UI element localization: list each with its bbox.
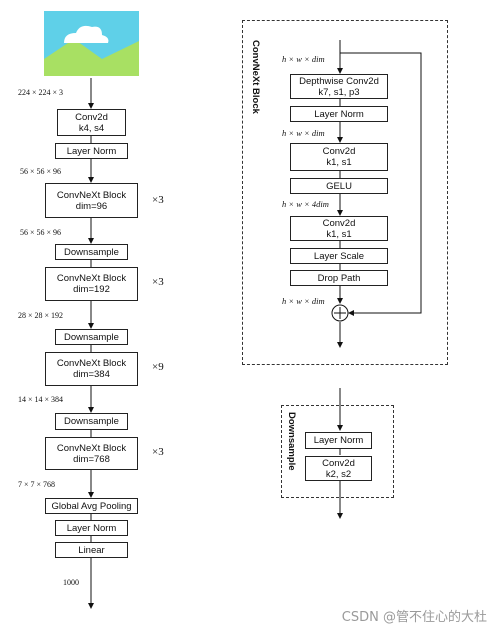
cb-conv2-box: Conv2d k1, s1 [290,216,388,241]
stage4-block-box: ConvNeXt Block dim=768 [45,437,138,470]
cb-conv1-params: k1, s1 [326,157,352,168]
stage2-block-box: ConvNeXt Block dim=192 [45,267,138,301]
ds-layernorm-box: Layer Norm [305,432,372,449]
downsample1-box: Downsample [55,244,128,260]
dim-stage2-out: 28 × 28 × 192 [18,311,64,320]
stage2-dim-label: dim=192 [73,284,110,295]
ds-conv-label: Conv2d [322,457,355,469]
cb-conv2-params: k1, s1 [326,228,352,240]
dim-output: 1000 [63,578,79,587]
stage4-dim-label: dim=768 [73,453,110,465]
downsample2-label: Downsample [64,331,119,343]
cb-conv1-label: Conv2d [322,146,356,157]
downsample2-box: Downsample [55,329,128,345]
linear-label: Linear [78,544,105,556]
global-avg-pool-box: Global Avg Pooling [45,498,138,514]
gelu-box: GELU [290,178,388,194]
stage1-block-label: ConvNeXt Block [56,189,127,201]
downsample3-label: Downsample [64,416,119,427]
ds-conv-box: Conv2d k2, s2 [305,456,372,481]
downsample1-label: Downsample [64,246,119,258]
dim-stage4-out: 7 × 7 × 768 [18,480,56,489]
linear-box: Linear [55,542,128,558]
depthwise-conv-box: Depthwise Conv2d k7, s1, p3 [290,74,388,99]
input-image-icon [44,11,139,76]
gelu-label: GELU [326,180,352,192]
stage3-block-box: ConvNeXt Block dim=384 [45,352,138,386]
stage3-repeat: ×9 [152,361,164,373]
stage2-repeat: ×3 [152,276,164,288]
stage3-block-label: ConvNeXt Block [56,358,127,369]
downsample-title: Downsample [286,412,297,471]
ds-layernorm-label: Layer Norm [313,435,364,446]
depthwise-conv-label: Depthwise Conv2d [299,75,379,87]
dim-stage1-out: 56 × 56 × 96 [20,228,62,237]
drop-path-label: Drop Path [317,272,361,284]
downsample3-box: Downsample [55,413,128,430]
ds-conv-params: k2, s2 [325,468,352,480]
stage3-dim-label: dim=384 [73,369,110,380]
stage1-block-box: ConvNeXt Block dim=96 [45,183,138,218]
dim-stage1: 56 × 56 × 96 [20,167,62,176]
dim-input: 224 × 224 × 3 [18,88,64,97]
layer-scale-box: Layer Scale [290,248,388,264]
footer-credit: CSDN @管不住心的大杜 [341,610,487,625]
final-layernorm-label: Layer Norm [66,522,117,534]
convnext-block-panel [242,20,448,365]
stem-conv2d-box: Conv2d k4, s4 [57,109,126,136]
cb-conv1-box: Conv2d k1, s1 [290,143,388,171]
downsample-panel [281,405,394,498]
stem-conv2d-label: Conv2d [75,111,108,123]
stem-layernorm-label: Layer Norm [66,145,117,157]
dim-stage3-out: 14 × 14 × 384 [18,395,64,404]
stage1-dim-label: dim=96 [75,200,108,212]
convnext-block-title: ConvNeXt Block [250,40,261,114]
depthwise-conv-params: k7, s1, p3 [318,86,360,98]
stage2-block-label: ConvNeXt Block [56,273,127,284]
cb-output-dim: h × w × dim [282,296,325,306]
layer-scale-label: Layer Scale [313,250,365,262]
stem-conv2d-params: k4, s4 [78,122,105,134]
skip-connection [340,52,422,316]
cb-conv2-label: Conv2d [322,217,356,229]
cb-input-dim: h × w × dim [282,54,325,64]
drop-path-box: Drop Path [290,270,388,286]
final-layernorm-box: Layer Norm [55,520,128,536]
cb-layernorm-box: Layer Norm [290,106,388,122]
stage1-repeat: ×3 [152,194,164,206]
stem-layernorm-box: Layer Norm [55,143,128,159]
stage4-repeat: ×3 [152,446,164,458]
stage4-block-label: ConvNeXt Block [56,442,127,454]
cb-layernorm-label: Layer Norm [314,108,364,120]
cb-dim-3: h × w × 4dim [282,199,329,209]
global-avg-pool-label: Global Avg Pooling [51,500,132,512]
cb-dim-2: h × w × dim [282,128,325,138]
